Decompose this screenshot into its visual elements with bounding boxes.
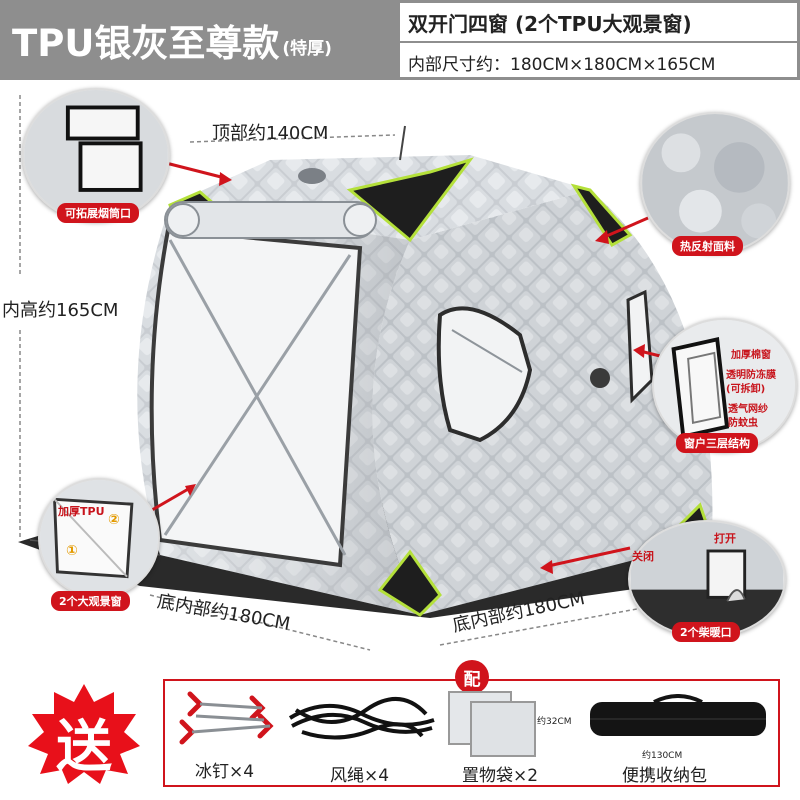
view-window-label: 加厚TPU: [58, 505, 105, 518]
window-layer-1: 加厚棉窗: [731, 350, 771, 361]
ice-peg-icon: [179, 691, 274, 745]
callout-window: [652, 318, 797, 452]
view-window-marker-2: ②: [108, 512, 120, 528]
promo-badge: 送: [28, 684, 140, 784]
spec-box: 双开门四窗 (2个TPU大观景窗) 内部尺寸约：180CM×180CM×165C…: [397, 0, 800, 80]
tent-side-wall: [372, 190, 713, 615]
callout-chimney: [22, 88, 170, 222]
tent-side-window: [436, 306, 533, 443]
bag-height-label: 约32CM: [537, 717, 572, 727]
chimney-window-icon: [24, 90, 168, 220]
dim-height-label: 内高约165CM: [2, 300, 119, 321]
tent-illustration: [18, 95, 781, 651]
storage-bag-icon: [448, 691, 536, 757]
view-window-icon: [40, 480, 158, 596]
view-window-marker-1: ①: [66, 543, 78, 559]
carry-bag-icon: [590, 694, 766, 736]
accessories-badge: 配: [455, 660, 489, 694]
callout-view-window: [38, 478, 160, 598]
wind-rope-icon: [288, 696, 435, 740]
product-title-banner: TPU银灰至尊款 (特厚): [0, 0, 397, 80]
window-layer-2b: (可拆卸): [726, 384, 766, 395]
view-window-tag: 2个大观景窗: [51, 591, 130, 611]
vent-open-label: 打开: [714, 532, 736, 545]
window-layer-3a: 透气网纱: [728, 404, 768, 415]
ice-peg-label: 冰钉×4: [195, 762, 255, 782]
dim-top-label: 顶部约140CM: [212, 123, 329, 144]
window-layer-3b: 防蚊虫: [728, 418, 758, 429]
storage-bag-label: 置物袋×2: [462, 766, 539, 786]
window-layer-2a: 透明防冻膜: [726, 370, 776, 381]
fabric-tag: 热反射面料: [672, 236, 743, 256]
promo-text: 送: [56, 715, 112, 780]
vent-icon: [630, 522, 784, 636]
product-title: TPU银灰至尊款: [12, 22, 280, 65]
vent-tag: 2个柴暖口: [672, 622, 740, 642]
window-tag: 窗户三层结构: [676, 433, 758, 453]
carry-bag-label: 便携收纳包: [622, 766, 707, 786]
size-line: 内部尺寸约：180CM×180CM×165CM: [408, 54, 716, 75]
callout-fabric: [640, 112, 790, 254]
fabric-texture-icon: [642, 114, 788, 252]
wind-rope-label: 风绳×4: [330, 766, 390, 786]
chimney-tag: 可拓展烟筒口: [57, 203, 139, 223]
vent-close-label: 关闭: [632, 550, 654, 563]
bag-width-label: 约130CM: [642, 751, 683, 761]
product-title-note: (特厚): [282, 38, 332, 59]
feature-line: 双开门四窗 (2个TPU大观景窗): [400, 3, 797, 43]
callout-vent: [628, 520, 786, 638]
burst-icon: [28, 684, 140, 784]
window-layers-icon: [654, 320, 795, 450]
